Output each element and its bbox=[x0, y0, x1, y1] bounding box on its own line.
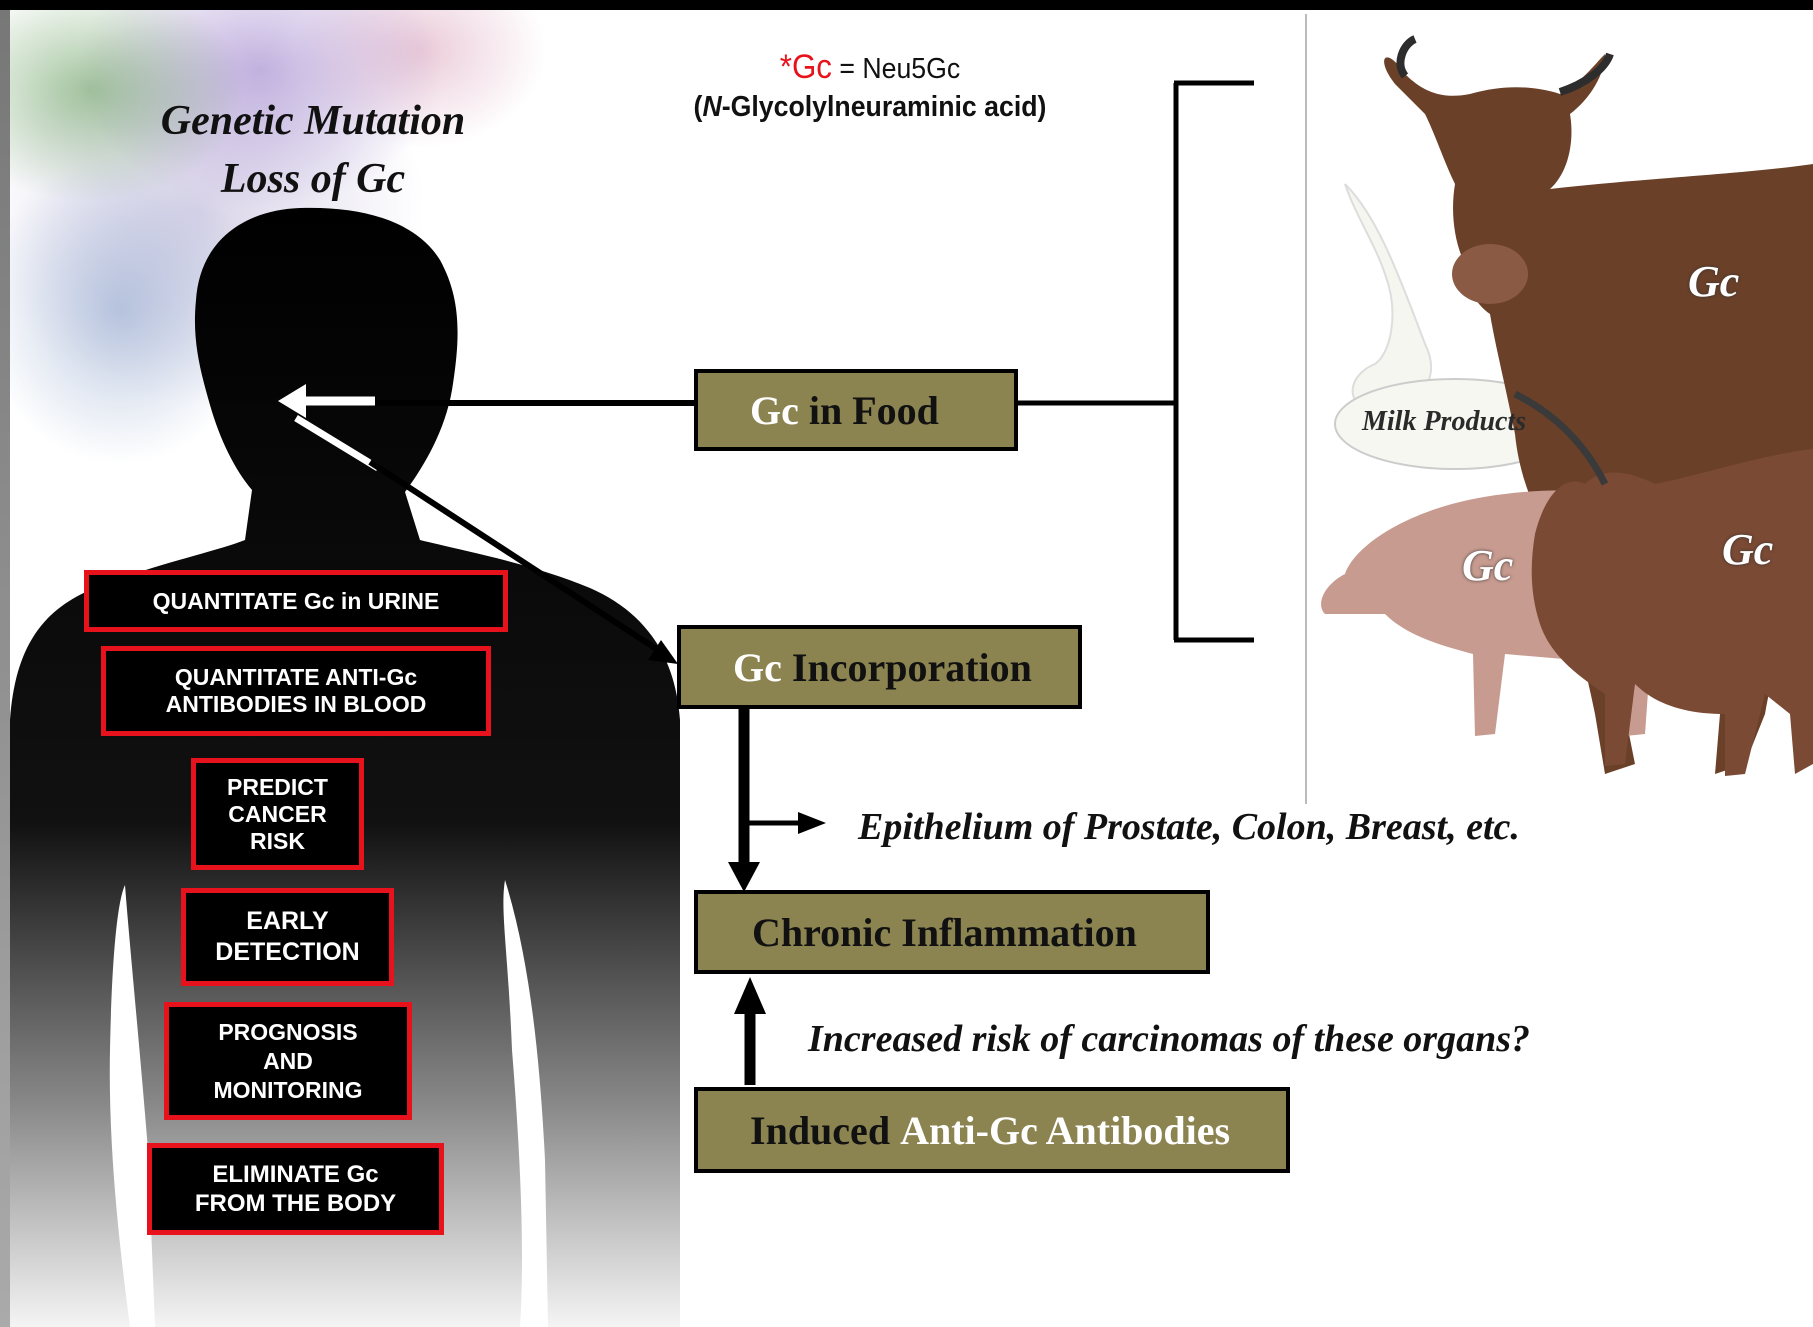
risk-annotation: Increased risk of carcinomas of these or… bbox=[808, 1017, 1530, 1061]
cow-horn-left bbox=[1400, 39, 1415, 76]
goat-body bbox=[1532, 449, 1813, 776]
box-induced-antibodies: Induced Anti-Gc Antibodies bbox=[694, 1087, 1290, 1173]
cow-gc-label: Gc bbox=[1688, 256, 1739, 307]
milk-splash bbox=[1345, 184, 1431, 409]
redbox-quantitate-urine: QUANTITATE Gc in URINE bbox=[84, 570, 508, 632]
antibodies-highlight: Anti-Gc Antibodies bbox=[900, 1107, 1230, 1154]
food-rest: in Food bbox=[799, 387, 939, 434]
incorporation-rest: Incorporation bbox=[782, 644, 1032, 691]
incorporation-gc: Gc bbox=[733, 644, 782, 691]
white-diagonal bbox=[296, 418, 378, 468]
redbox-quantitate-antibodies: QUANTITATE ANTI-Gc ANTIBODIES IN BLOOD bbox=[101, 646, 491, 736]
redbox-eliminate: ELIMINATE Gc FROM THE BODY bbox=[147, 1143, 444, 1235]
food-gc: Gc bbox=[750, 387, 799, 434]
white-arrow-head bbox=[278, 384, 306, 418]
cow-muzzle bbox=[1452, 244, 1528, 304]
goat-gc-label: Gc bbox=[1722, 524, 1773, 575]
redbox-predict-risk: PREDICT CANCER RISK bbox=[191, 758, 364, 870]
pig-gc-label: Gc bbox=[1462, 540, 1513, 591]
box-gc-incorporation: Gc Incorporation bbox=[677, 625, 1082, 709]
up-arrow-head bbox=[734, 977, 766, 1014]
side-arrow-head bbox=[798, 812, 826, 834]
milk-products-label: Milk Products bbox=[1362, 406, 1526, 438]
inflammation-label: Chronic Inflammation bbox=[752, 909, 1137, 956]
box-gc-in-food: Gc in Food bbox=[694, 369, 1018, 451]
box-chronic-inflammation: Chronic Inflammation bbox=[694, 890, 1210, 974]
redbox-prognosis: PROGNOSIS AND MONITORING bbox=[164, 1002, 412, 1120]
epithelium-annotation: Epithelium of Prostate, Colon, Breast, e… bbox=[858, 805, 1520, 849]
down-arrow-head bbox=[728, 862, 760, 892]
antibodies-prefix: Induced bbox=[750, 1107, 900, 1154]
redbox-early-detection: EARLY DETECTION bbox=[181, 888, 394, 986]
